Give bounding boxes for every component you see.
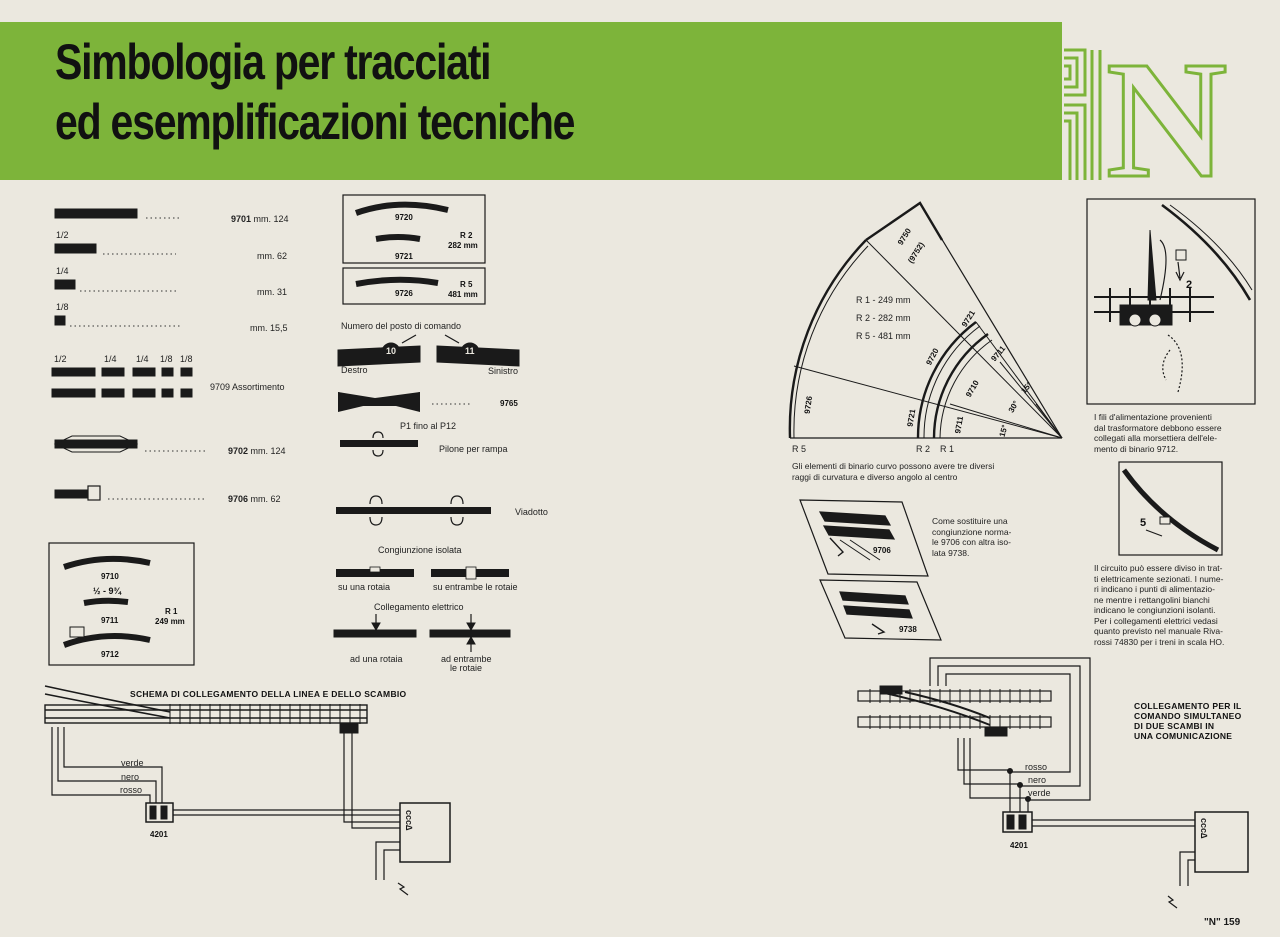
curve-box-c <box>48 542 195 666</box>
length-62: mm. 62 <box>257 251 288 261</box>
frac-eighth: 1/8 <box>56 302 69 312</box>
track-9702-label: 9702 mm. 124 <box>228 446 286 456</box>
command-post-title: Numero del posto di comando <box>341 321 462 331</box>
title-line-2: ed esemplificazioni tecniche <box>55 94 575 150</box>
track-9706-label: 9706 mm. 62 <box>228 494 281 504</box>
viaduct-label: Viadotto <box>515 507 548 517</box>
track-9701 <box>54 208 138 219</box>
length-15-5: mm. 15,5 <box>250 323 288 333</box>
control-box-left: ccc∆ <box>404 810 414 831</box>
frac-quarter: 1/4 <box>56 266 69 276</box>
track-quarter <box>54 279 76 290</box>
crossing-code: 9765 <box>500 399 518 408</box>
schema-left-heading: SCHEMA DI COLLEGAMENTO DELLA LINEA E DEL… <box>130 689 407 699</box>
fan-caption: Gli elementi di binario curvo possono av… <box>792 461 995 482</box>
length-31: mm. 31 <box>257 287 288 297</box>
replace-text: Come sostituire una congiunzione norma- … <box>932 516 1012 558</box>
page-title: Simbologia per tracciati ed esemplificaz… <box>55 32 575 152</box>
track-half <box>54 243 97 254</box>
title-line-1: Simbologia per tracciati <box>55 34 492 90</box>
track-eighth <box>54 315 66 326</box>
curve-box-b <box>342 267 486 305</box>
curve-box-a <box>342 194 486 264</box>
pylon-label: Pilone per rampa <box>439 444 508 454</box>
title-banner <box>0 22 1062 180</box>
circuit-text: Il circuito può essere diviso in trat- t… <box>1094 563 1225 647</box>
feed-text: I fili d'alimentazione provenienti dal t… <box>1094 412 1222 454</box>
control-box-right: ccc∆ <box>1199 818 1209 839</box>
track-9701-label: 9701 mm. 124 <box>231 214 289 224</box>
frac-half: 1/2 <box>56 230 69 240</box>
logo-letter: N <box>1106 27 1227 213</box>
page-number: "N" 159 <box>1204 917 1241 928</box>
schema-right-heading: COLLEGAMENTO PER IL COMANDO SIMULTANEO D… <box>1134 701 1242 741</box>
assortment-label: 9709 Assortimento <box>210 382 285 392</box>
